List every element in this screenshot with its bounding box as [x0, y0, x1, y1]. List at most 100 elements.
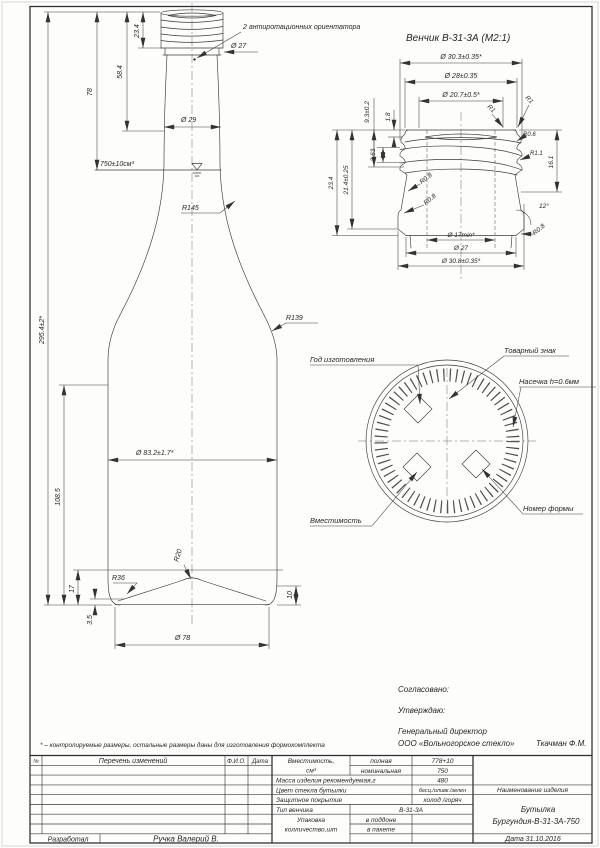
dim-body-dia: Ø 83.2±1.7*	[108, 450, 277, 463]
coating-value: холод /горяч	[422, 796, 462, 804]
dim-30-3-label: Ø 30.3±0.35*	[439, 54, 481, 61]
dim-total-height-label: 295.4±2*	[39, 316, 46, 345]
angle-12-label: 12°	[539, 202, 549, 210]
changes-table: № Перечень изменений Ф.И.О. Дата Разрабо…	[29, 755, 273, 844]
r36-note: R36	[112, 575, 138, 595]
dim-23-4-label: 23.4	[328, 176, 335, 190]
dim-cap-height-label: 23.4	[134, 24, 141, 39]
dim-1-8-label: 1.8	[385, 112, 392, 121]
dim-27-label: Ø 27	[453, 245, 468, 252]
dim-cap-dia: Ø 27	[224, 43, 258, 55]
dim-17min-label: Ø 17min*	[446, 232, 475, 239]
orientator-label: 2 антиротационных ориентатора	[242, 24, 360, 31]
dim-58-4-label: 58.4	[117, 65, 124, 79]
extension-lines	[44, 11, 301, 649]
dim-21-4-label: 21.4±0.25	[343, 165, 350, 195]
bottle-outline	[107, 54, 278, 606]
volume-note: 750±10см³	[100, 161, 135, 168]
date-col-header: Дата	[251, 759, 268, 765]
director-title: Генеральный директор	[398, 727, 487, 736]
year-mark-diamond	[403, 394, 433, 424]
capacity-mark-diamond	[402, 452, 432, 482]
dim-17-label: 17	[69, 584, 76, 593]
knurl-label: Насечка h=0.6мм	[519, 377, 579, 386]
r145-note: R145	[181, 200, 236, 214]
trademark-label: Товарный знак	[504, 346, 556, 355]
dim-58-4: 58.4	[117, 12, 130, 131]
bottom-view: Год изготовления Товарный знак Насечка h…	[310, 346, 596, 527]
footnote: * – контролируемые размеры, остальные ра…	[40, 741, 325, 749]
dim-body-dia-label: Ø 83.2±1.7*	[135, 450, 174, 457]
finish-bottom-dims: Ø 17min* Ø 27 Ø 30.8±0.35*	[397, 231, 525, 270]
r20-note: R20	[173, 548, 192, 580]
r36-label: R36	[112, 575, 125, 582]
mass-label: Масса изделия рекомендуемая,г	[276, 777, 376, 785]
finish-type-label: Тип венчика	[276, 807, 313, 814]
dim-108-5: 108.5	[55, 385, 67, 605]
dim-3-5-label: 3.5	[87, 615, 94, 625]
mold-number-label: Номер формы	[523, 504, 574, 513]
dim-28-label: Ø 28±0.35	[444, 73, 478, 80]
finish-detail-view: Венчик В-31-3А (М2:1) Ø 30.3±0.35*	[328, 33, 562, 280]
changes-header: Перечень изменений	[99, 757, 168, 765]
r139-label: R139	[286, 315, 303, 322]
finish-right-dims: R1 R1 R0.6 R1.1 16.1 12° R0.8	[486, 95, 562, 237]
color-label: Цвет стекла бутылки	[276, 786, 347, 794]
title-block: № Перечень изменений Ф.И.О. Дата Разрабо…	[29, 754, 593, 844]
full-value: 778+10	[432, 758, 454, 765]
r139-note: R139	[271, 315, 318, 332]
drawing-frame	[29, 5, 593, 844]
r0-8a-label: R0.8	[419, 172, 434, 186]
product-name-1: Бутылка	[521, 805, 556, 814]
finish-profile	[397, 129, 525, 249]
dim-17: 17	[69, 570, 81, 605]
developed-label: Разработал	[48, 836, 89, 844]
packing-value-1: в поддоне	[366, 816, 397, 824]
orientator-note: 2 антиротационных ориентатора	[193, 24, 360, 61]
dim-9-3-label: 9.3±0.2	[364, 101, 371, 123]
dim-cap-height: 23.4	[134, 12, 146, 48]
dim-neck-dia: Ø 29	[164, 117, 221, 130]
finish-top-dims: Ø 30.3±0.35* Ø 28±0.35 Ø 20.7±0.5*	[399, 54, 523, 140]
r1-1-label: R1.1	[530, 151, 543, 157]
developer-name: Ручка Валерий В.	[153, 835, 219, 844]
finish-type-value: В-31-3А	[399, 807, 423, 814]
r0-8c-label: R0.8	[532, 223, 547, 237]
bottom-pushup	[117, 577, 267, 602]
dim-108-5-label: 108.5	[55, 488, 62, 506]
dim-10-label: 10	[287, 591, 294, 599]
specs-table: Вместимость, см³ полная 778+10 номинальн…	[271, 755, 474, 844]
company-name: ООО «Вольногорское стекло»	[398, 739, 515, 748]
capacity-header-2: см³	[306, 768, 317, 775]
agreed-label: Согласовано:	[398, 685, 449, 694]
coating-label: Защитное покрытие	[276, 797, 342, 804]
bottle-profile-view: 295.4±2* 78 58.4 23.4 Ø 29 Ø 27 750±10см…	[39, 3, 360, 649]
product-date: Дата 31.10.2016	[504, 836, 561, 843]
r0-8b-label: R0.8	[423, 193, 438, 207]
volume-label: 750±10см³	[100, 161, 135, 168]
bottle-finish	[160, 9, 224, 56]
packing-value-2: в пакете	[367, 827, 395, 834]
r20-label: R20	[173, 548, 184, 562]
packing-label-1: Упаковка	[296, 817, 325, 824]
capacity-header-1: Вместимость,	[288, 758, 335, 765]
dim-total-height: 295.4±2*	[39, 12, 51, 605]
approve-label: Утверждаю:	[397, 706, 445, 715]
r0-6-label: R0.6	[523, 132, 536, 138]
dim-78-label: 78	[87, 88, 94, 96]
product-name-2: Бургундия-В-31-3А-750	[493, 817, 581, 826]
dim-3-5: 3.5	[87, 588, 98, 625]
dim-cap-dia-label: Ø 27	[230, 43, 247, 50]
dim-10: 10	[287, 586, 299, 605]
year-label: Год изготовления	[310, 355, 374, 364]
mold-mark-diamond	[461, 449, 491, 479]
dim-20-7-label: Ø 20.7±0.5*	[441, 92, 480, 99]
signer-name: Ткачман Ф.М.	[536, 739, 586, 748]
dim-78: 78	[87, 12, 100, 170]
r1a-label: R1	[486, 104, 497, 115]
dim-neck-dia-label: Ø 29	[180, 117, 196, 124]
capacity-label: Вместимость	[310, 516, 362, 525]
